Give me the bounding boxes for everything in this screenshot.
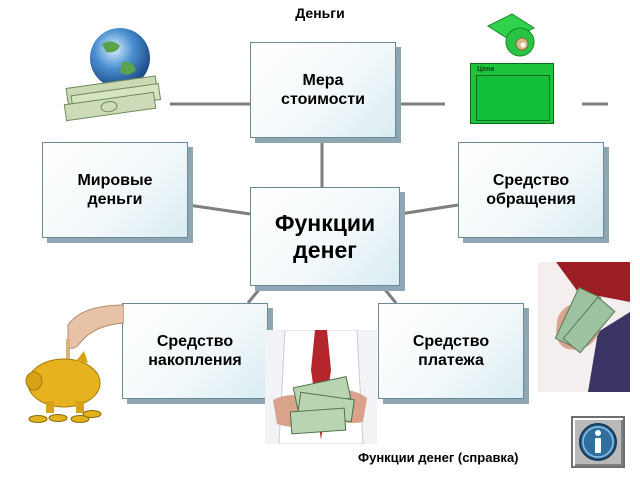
node-store-of-value: Средство накопления — [122, 303, 268, 399]
node-store-of-value-label: Средство накопления — [148, 332, 242, 369]
piggy-bank-icon — [25, 304, 124, 423]
price-tag-label: Цена — [477, 66, 495, 73]
info-button[interactable] — [571, 416, 625, 468]
label-roll-icon — [486, 13, 536, 57]
node-world-money: Мировые деньги — [42, 142, 188, 238]
node-money-functions-label: Функции денег — [274, 210, 376, 263]
connector-store-center — [246, 285, 264, 304]
price-tag-icon: Цена — [470, 63, 554, 124]
node-means-of-payment: Средство платежа — [378, 303, 524, 399]
node-measure-of-value-label: Мера стоимости — [281, 71, 365, 108]
node-money-functions: Функции денег — [250, 187, 400, 286]
info-icon — [579, 423, 617, 461]
node-medium-of-exchange: Средство обращения — [458, 142, 604, 238]
node-medium-of-exchange-label: Средство обращения — [486, 171, 576, 208]
connector-payment-center — [380, 285, 398, 304]
connector-exchange-center — [399, 203, 459, 216]
reference-link[interactable]: Функции денег (справка) — [358, 450, 519, 465]
node-means-of-payment-label: Средство платежа — [412, 332, 490, 369]
node-measure-of-value: Мера стоимости — [250, 42, 396, 138]
money-handout-icon — [265, 330, 377, 444]
node-world-money-label: Мировые деньги — [77, 171, 153, 208]
connector-world-center — [187, 203, 251, 216]
globe-money-icon — [63, 28, 162, 122]
cash-hand-icon — [538, 262, 630, 392]
page-title: Деньги — [295, 5, 345, 21]
